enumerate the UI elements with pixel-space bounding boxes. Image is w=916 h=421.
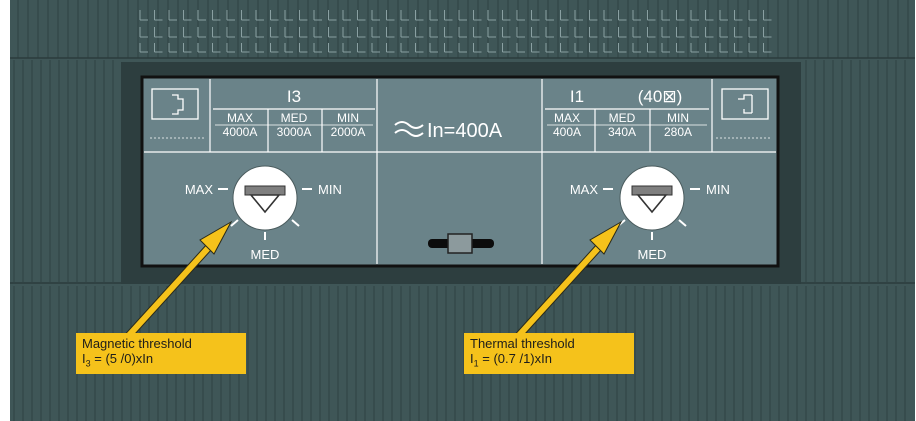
left-dial-ticks (218, 188, 312, 240)
right-col-med-value: 340A (608, 125, 636, 139)
right-col-min-value: 280A (664, 125, 692, 139)
left-col-max-value: 4000A (223, 125, 258, 139)
thermal-arrow-icon (508, 220, 623, 347)
right-col-min-label: MIN (667, 111, 689, 125)
thermal-threshold-formula: I1 = (0.7 /1)xIn (470, 351, 552, 369)
left-bracket-icon (151, 88, 199, 120)
left-dial-min-label: MIN (318, 182, 342, 197)
right-col-med-label: MED (609, 111, 636, 125)
bottom-ribs (13, 286, 906, 421)
thermal-threshold-callout: Thermal threshold I1 = (0.7 /1)xIn (464, 333, 634, 374)
left-dial[interactable] (232, 165, 298, 231)
right-col-max-label: MAX (554, 111, 580, 125)
right-dial-ticks (603, 188, 700, 240)
left-setting-title: I3 (287, 87, 301, 106)
right-dial-med-label: MED (638, 247, 667, 262)
left-dial-max-label: MAX (185, 182, 214, 197)
left-dial-pointer-icon (249, 194, 281, 214)
top-grille (17, 0, 909, 58)
magnetic-threshold-formula: I3 = (5 /0)xIn (82, 351, 154, 369)
left-dial-med-label: MED (251, 247, 280, 262)
right-setting-suffix: (40⊠) (638, 87, 682, 106)
left-col-med-value: 3000A (277, 125, 312, 139)
magnetic-threshold-callout: Magnetic threshold I3 = (5 /0)xIn (76, 333, 246, 374)
left-col-max-label: MAX (227, 111, 253, 125)
right-col-max-value: 400A (553, 125, 581, 139)
thermal-threshold-title: Thermal threshold (470, 336, 575, 351)
right-bracket-icon (721, 88, 769, 120)
magnetic-threshold-title: Magnetic threshold (82, 336, 192, 351)
left-col-min-label: MIN (337, 111, 359, 125)
slide-switch-icon (428, 233, 494, 254)
right-dial-max-label: MAX (570, 182, 599, 197)
panel-grid-lines (144, 79, 776, 264)
right-dial-min-label: MIN (706, 182, 730, 197)
side-ribs (13, 60, 906, 282)
left-col-min-value: 2000A (331, 125, 366, 139)
right-dial-pointer-icon (636, 194, 668, 214)
right-setting-title: I1 (570, 87, 584, 106)
right-dial[interactable] (619, 165, 685, 231)
magnetic-arrow-icon (118, 220, 233, 347)
left-col-med-label: MED (281, 111, 308, 125)
ac-tilde-icon (394, 121, 424, 137)
rated-current-label: In=400A (427, 120, 503, 142)
